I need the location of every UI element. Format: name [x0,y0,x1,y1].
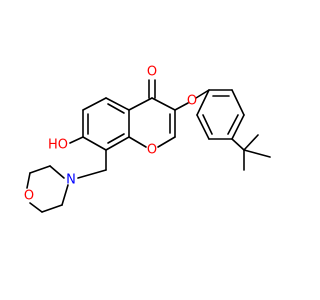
bond [107,103,125,114]
bond [105,97,130,111]
bond [49,165,65,179]
bond [69,136,84,144]
bond [231,138,245,151]
ether-oxygen-label: O [187,94,197,109]
molecule-diagram: O O O HO N O [24,65,271,213]
morpholine-nitrogen-label: N [66,173,76,188]
bond [231,89,245,116]
bond [196,114,210,140]
bond [82,97,107,111]
benzo-ring [82,97,130,151]
bond [202,114,213,135]
bond [107,133,125,144]
bond [61,184,69,206]
ring-oxygen-label: O [147,143,157,158]
bond [174,102,189,111]
bond [82,136,107,151]
bond [128,97,153,111]
carbonyl-oxygen-label: O [147,65,157,80]
bond [77,169,107,179]
hydroxyl-label: HO [48,138,68,153]
bond [151,97,176,111]
structure-canvas: O O O HO N O [23,64,271,213]
tert-butyl-group [231,134,271,171]
bond [128,136,147,148]
bond [157,136,176,148]
bond [26,172,31,189]
bond [29,165,51,174]
bond [231,114,245,140]
bond [227,114,239,135]
bond [29,202,43,213]
pyranone-ring [128,79,176,148]
morpholine-ring [26,165,69,213]
bond [196,89,210,116]
phenyl-ring [196,89,245,140]
bond [41,204,63,213]
bond [195,89,210,99]
bond [243,134,259,151]
morpholine-oxygen-label: O [24,189,34,204]
bond [243,149,271,158]
bond [105,136,130,151]
